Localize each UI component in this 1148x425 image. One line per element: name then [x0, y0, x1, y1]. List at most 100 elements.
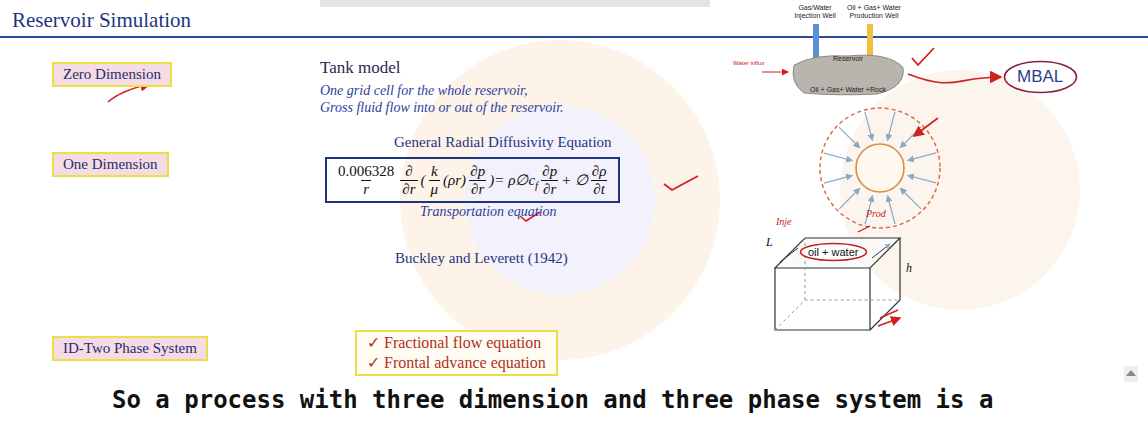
slide-label: Transportation equation	[420, 204, 557, 220]
equation-term: )	[489, 172, 494, 189]
denominator: r	[361, 180, 371, 198]
slide-label: Oil + Gas+ Water Production Well	[845, 4, 903, 20]
label-text: Buckley and Leverett (1942)	[395, 250, 568, 266]
denominator: μ	[429, 180, 441, 198]
label-text: Water influx	[733, 60, 764, 66]
fraction: ∂p∂r	[541, 163, 558, 197]
numerator: ∂ρ	[592, 163, 607, 180]
hand-stroke	[858, 226, 870, 232]
fraction: ∂∂r	[400, 163, 417, 197]
fraction: kμ	[429, 163, 441, 197]
scroll-arrow	[1126, 370, 1136, 376]
label-text: h	[906, 261, 912, 275]
top-bar	[320, 0, 710, 7]
equation-box: 0.006328r∂∂r(kμ(ρr)∂p∂r)= ρ∅cf∂p∂r+ ∅∂ρ∂…	[325, 157, 620, 203]
fraction: ∂ρ∂t	[591, 163, 607, 197]
reservoir-outline	[793, 55, 903, 95]
checklist-box: ✓ Fractional flow equation✓ Frontal adva…	[355, 330, 558, 376]
radial-arrow	[887, 112, 894, 140]
denominator: ∂r	[400, 180, 417, 198]
check-mark	[912, 48, 934, 65]
denominator: ∂t	[591, 180, 607, 198]
label-text: Gas/Water Injection Well	[794, 4, 836, 19]
slide-label: General Radial Diffusivity Equation	[394, 134, 612, 151]
subtitle-bar: So a process with three dimension and th…	[0, 382, 1148, 425]
label-text: Gross fluid flow into or out of the rese…	[320, 100, 564, 115]
numerator: ∂	[405, 163, 412, 180]
numerator: k	[431, 163, 438, 180]
slide-label: Gas/Water Injection Well	[790, 4, 840, 20]
influx-arrow	[762, 72, 788, 73]
slide-label: Tank model	[320, 58, 400, 78]
equation-term: + ∅	[561, 171, 588, 189]
watermark-disc	[840, 70, 1080, 310]
circled-label: oil + water	[799, 242, 867, 262]
hand-arrow	[914, 118, 938, 136]
block-top	[775, 238, 900, 268]
equation-term: (	[421, 172, 426, 189]
numerator: 0.006328	[338, 163, 394, 180]
radial-arrow	[824, 153, 852, 160]
slide-label: Prod	[866, 208, 886, 220]
dimension-box: One Dimension	[52, 152, 169, 177]
slide-label: Water influx	[733, 60, 764, 67]
fraction: 0.006328r	[338, 163, 394, 197]
label-text: One grid cell for the whole reservoir,	[320, 83, 528, 98]
node-text: ID-Two Phase System	[63, 340, 197, 356]
slide-label: h	[906, 262, 912, 276]
node-text: MBAL	[1017, 67, 1063, 86]
radial-arrow	[839, 127, 860, 147]
label-text: Inje	[776, 216, 792, 227]
denominator: ∂r	[541, 180, 558, 198]
slide-title: Reservoir Simulation	[12, 8, 191, 32]
subscript: f	[535, 179, 538, 191]
flow-arrow	[780, 244, 890, 262]
radial-flow-arrows	[824, 112, 936, 224]
checklist-item: ✓ Frontal advance equation	[367, 353, 546, 373]
injection-well	[813, 24, 819, 58]
block-hidden-edges	[775, 238, 900, 330]
equation-term: = ρ∅c	[494, 171, 535, 189]
title-text: Reservoir Simulation	[12, 8, 191, 32]
connector-arrow	[908, 74, 1001, 83]
label-text: L	[766, 235, 773, 249]
check-mark	[664, 176, 698, 190]
production-well	[867, 24, 873, 58]
radial-arrow	[900, 127, 920, 148]
radial-arrow	[839, 189, 859, 210]
radial-arrow	[865, 112, 873, 140]
label-text: General Radial Diffusivity Equation	[394, 134, 612, 150]
node-text: Oil + Gas+ Water +Rock	[810, 86, 886, 93]
radial-arrow	[901, 188, 922, 208]
slide-label: One grid cell for the whole reservoir,	[320, 83, 528, 99]
ellipse-outline	[801, 244, 867, 261]
node-text: oil + water	[808, 246, 858, 258]
wellbore-circle	[856, 144, 904, 192]
slide-label: L	[766, 236, 773, 250]
circled-label: MBAL	[1003, 60, 1077, 94]
radial-arrow	[824, 176, 852, 184]
dimension-box: ID-Two Phase System	[52, 336, 208, 361]
denominator: ∂r	[469, 180, 486, 198]
radial-arrow	[908, 153, 936, 161]
watermark-disc	[465, 105, 655, 295]
equation-term: (ρr)	[443, 172, 466, 189]
subtitle-text: So a process with three dimension and th…	[112, 386, 993, 414]
label-text: Tank model	[320, 58, 400, 77]
outer-boundary	[820, 108, 940, 228]
label-text: Transportation equation	[420, 204, 557, 219]
numerator: ∂p	[470, 163, 485, 180]
hand-arrow	[878, 310, 900, 326]
slide-label: Inje	[776, 216, 792, 228]
radial-arrow	[908, 175, 936, 182]
slide-label: Gross fluid flow into or out of the rese…	[320, 100, 564, 116]
slide-label: Buckley and Leverett (1942)	[395, 250, 568, 267]
label-text: Prod	[866, 208, 886, 219]
block-sides	[775, 238, 900, 330]
title-rule	[0, 36, 1148, 38]
node-text: One Dimension	[63, 156, 158, 172]
checklist-item: ✓ Fractional flow equation	[367, 333, 546, 353]
node-text: Reservoir	[833, 55, 863, 62]
